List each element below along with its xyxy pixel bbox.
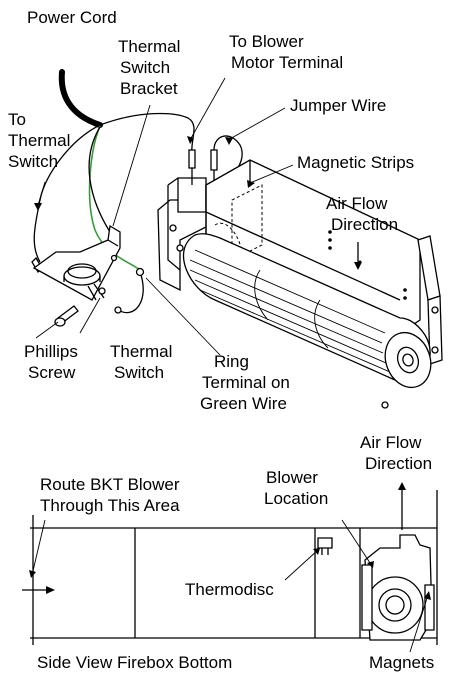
route-leader-head [29,570,36,578]
side-blower-wheel [366,576,424,634]
bracket-edge [107,239,119,247]
blower-terminal-2 [210,149,218,171]
air-flow-arrowhead-top [354,262,362,270]
ring-terminal [135,267,145,277]
bottom-hole [381,401,389,409]
air-flow-arrowhead-bottom [398,482,406,490]
label-ring-terminal: Ring Terminal on Green Wire [200,352,295,413]
side-blower-shaft [385,595,405,615]
blower-plate-edge [167,177,181,271]
fan-blades [189,249,391,373]
fan-cylinder [183,233,431,383]
blower-location-leader-head [367,561,374,568]
thermodisc-legs [321,548,329,555]
magnetic-strip-right [417,235,441,301]
label-thermal-switch: Thermal Switch [110,342,177,382]
label-magnetic-strips: Magnetic Strips [297,153,414,172]
motor-shaft [402,353,414,367]
small-terminal [114,306,122,314]
label-thermal-switch-bracket: Thermal Switch Bracket [118,37,185,98]
power-cord [58,69,103,128]
right-plate-hole-2 [431,346,439,354]
label-side-view: Side View Firebox Bottom [37,653,232,672]
plate-hole-1 [169,224,177,232]
route-arrowhead [46,586,55,594]
label-route-bkt-blower: Route BKT Blower Through This Area [40,475,184,515]
label-to-thermal-switch: To Thermal Switch [8,110,75,171]
wire-to-thermal-switch [33,124,101,263]
side-view [22,482,438,653]
side-blower-hub [378,588,412,622]
thermodisc-leader-head [313,548,320,555]
blower-location-leader [341,519,373,567]
route-leader [31,519,46,576]
plate-hole-2 [176,244,184,252]
wire-to-blower-terminal [99,112,195,156]
label-thermodisc: Thermodisc [185,580,274,599]
label-blower-location: Blower Location [264,468,328,508]
label-phillips-screw: Phillips Screw [24,342,83,382]
wire-to-ring [117,271,144,314]
bracket-hole-2 [110,254,118,262]
right-plate-hole-1 [431,306,439,314]
magnetic-strip-dashed-1 [231,184,263,261]
blower-left-plate [157,199,211,292]
thermal-switch-top [67,263,97,279]
thermal-switch-sides [63,276,101,282]
magnets-leader-head [424,591,431,600]
thermodisc-part [317,537,333,549]
label-jumper-wire: Jumper Wire [290,96,386,115]
label-to-blower-motor-terminal: To Blower Motor Terminal [229,32,343,72]
label-air-flow-direction-bottom: Air Flow Direction [360,433,432,473]
bracket-hole [98,287,106,295]
thermal-switch-bracket [32,224,121,301]
label-magnets: Magnets [369,653,434,672]
side-magnet-left [361,564,373,631]
magnetic-strip-dashed-2 [214,222,244,276]
thermal-switch-disc [63,266,101,286]
right-end-plate [427,295,443,365]
blower-terminal-1 [188,149,196,169]
motor-hub [396,346,420,374]
wire-to-thermal-switch-2 [88,126,111,233]
phillips-screw [54,305,79,327]
leader-lines-top [34,77,294,356]
housing-line [205,211,401,301]
thermodisc-leader [284,549,319,581]
magnets-leader [409,594,429,653]
label-air-flow-direction-top: Air Flow Direction [326,194,398,234]
side-magnet-right [424,584,435,631]
green-wire [88,125,141,271]
label-power-cord: Power Cord [27,8,117,27]
